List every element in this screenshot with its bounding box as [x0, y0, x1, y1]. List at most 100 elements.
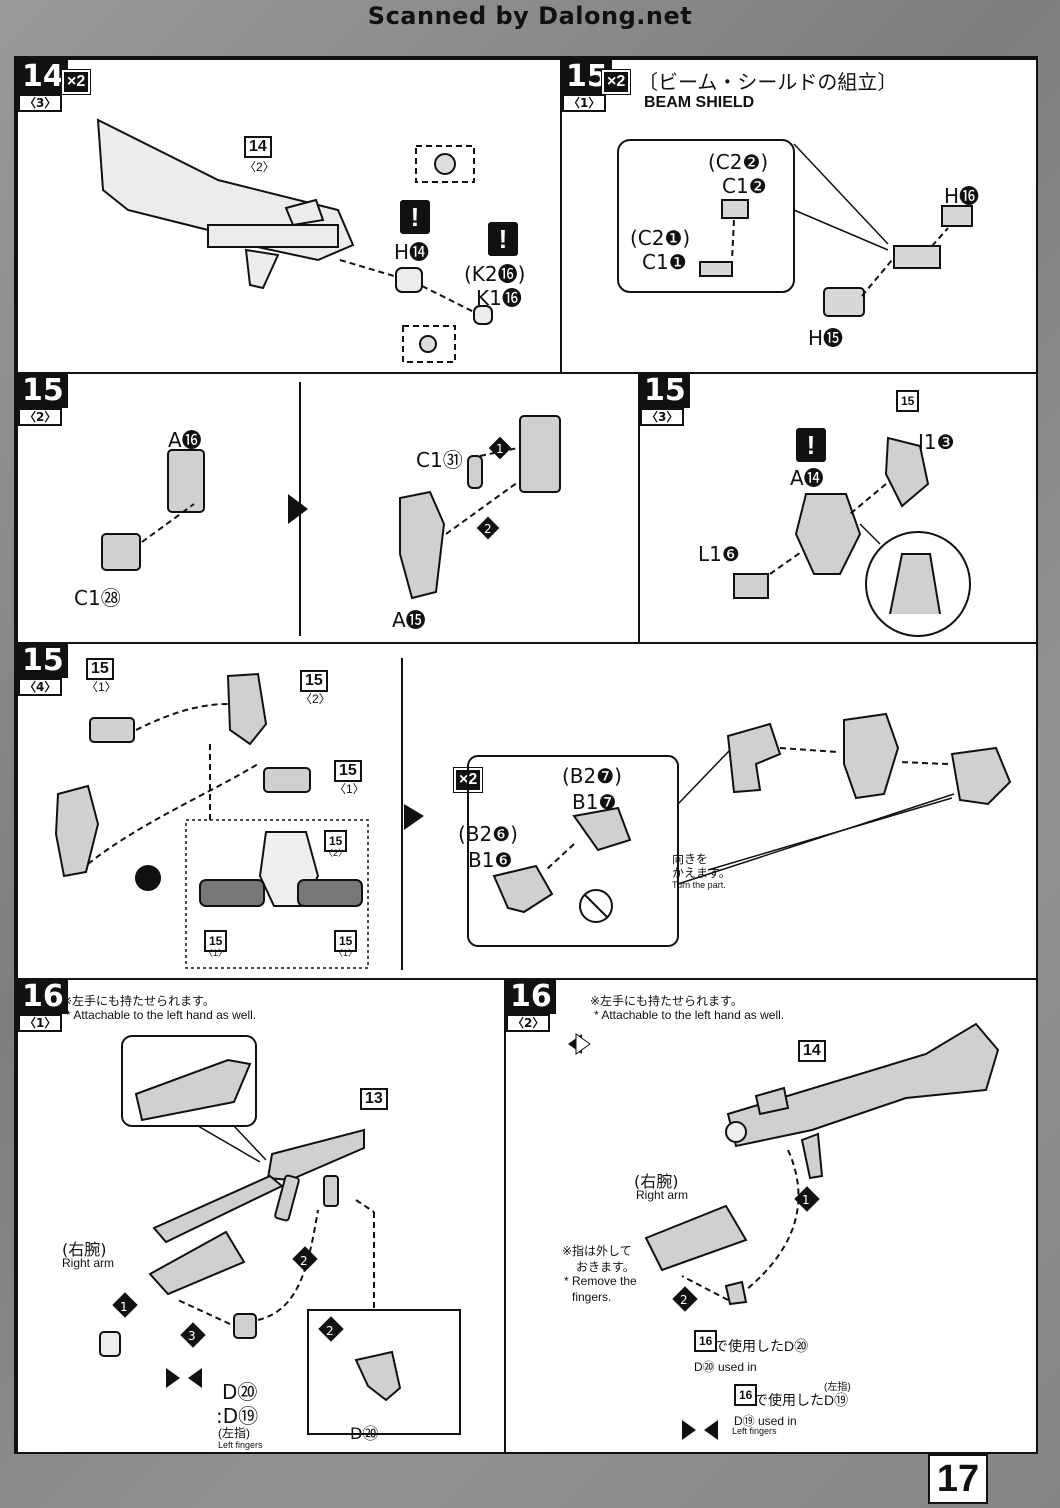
part-label: (C2❷) [708, 150, 769, 174]
ref-step-sub: 〈1〉 [86, 680, 117, 694]
ref-step-box: 16 [734, 1384, 758, 1406]
step-number: 15 [640, 374, 690, 408]
step-subnumber: 〈3〉 [640, 408, 685, 426]
panel-step-16-2: 16 〈2〉 ※左手にも持たせられます。 * Attachable to the… [504, 978, 1038, 1454]
part-label: H⓯ [808, 326, 844, 350]
detail-marker: 2 [326, 1324, 334, 1338]
warning-icon: ! [796, 428, 826, 462]
fingers-note-jp: おきます。 [576, 1260, 635, 1274]
step-subnumber: 〈1〉 [18, 1014, 63, 1032]
beam-shield-part-drawing [617, 139, 973, 317]
multiplier-badge: ×2 [60, 69, 92, 95]
warning-icon: ! [488, 222, 518, 256]
ref-step-sub: 〈2〉 [324, 848, 348, 858]
left-fingers-en: Left fingers [218, 1440, 263, 1450]
part-label: (C2❶) [630, 226, 691, 250]
panel-step-14: 14 〈3〉 ×2 14 〈2〉 ! H⓮ ! (K2⓰) K1⓰ [16, 58, 562, 374]
step-subnumber: 〈2〉 [506, 1014, 551, 1032]
arm-label-en: Right arm [636, 1188, 689, 1202]
rifle-hand-assembly-drawing: 1 2 3 2 [99, 1035, 461, 1435]
step-marker-2: 2 [484, 522, 492, 536]
ref-step-box: 15 [324, 830, 348, 852]
part-label: A⓮ [790, 466, 824, 490]
part-label: C1❷ [722, 174, 767, 198]
step-number: 15 [18, 644, 68, 678]
rifle-right-hand-drawing: 1 2 [568, 1022, 1000, 1440]
step-marker-1: 1 [120, 1300, 128, 1314]
part-label: A⓰ [168, 428, 202, 452]
page-number: 17 [928, 1454, 988, 1504]
ref-step-box: 13 [360, 1088, 388, 1110]
part-label: C1㉛ [416, 448, 463, 472]
ref-step-box: 15 [334, 760, 362, 782]
instruction-sheet: 14 〈3〉 ×2 14 〈2〉 ! H⓮ ! (K2⓰) K1⓰ [14, 56, 1038, 1454]
part-label: L1❻ [698, 542, 740, 566]
step-subnumber: 〈3〉 [18, 94, 63, 112]
part-label: :D⑲ [216, 1404, 259, 1428]
ref-step-sub: 〈1〉 [334, 782, 365, 796]
panel-step-16-1: 16 〈1〉 ※左手にも持たせられます。 * Attachable to the… [16, 978, 506, 1454]
step-subnumber: 〈1〉 [562, 94, 607, 112]
step-number: 15 [18, 374, 68, 408]
step-marker-3: 3 [188, 1329, 196, 1343]
fingers-note-en: fingers. [572, 1290, 612, 1304]
fingers-note-jp: ※指は外して [562, 1244, 632, 1258]
note-turn-jp: 向きを [672, 852, 709, 866]
watermark-text: Scanned by Dalong.net [367, 2, 693, 30]
multiplier-badge: ×2 [600, 69, 632, 95]
ref-step-sub: 〈2〉 [300, 692, 331, 706]
used-note-jp: で使用したD⑳ [714, 1338, 809, 1354]
part-label: H⓮ [394, 240, 430, 264]
part-label: A⓯ [392, 608, 426, 632]
step-number: 16 [506, 980, 556, 1014]
part-label: (B2❼) [562, 764, 622, 788]
section-title-en: BEAM SHIELD [644, 94, 755, 111]
note-turn-jp: かえます。 [672, 866, 731, 880]
ref-step-sub: 〈2〉 [244, 160, 275, 174]
part-label: H⓰ [944, 184, 980, 208]
shield-core-drawing: 1 2 [101, 382, 561, 636]
step-marker-2: 2 [300, 1254, 308, 1268]
step-marker-1: 1 [496, 442, 504, 456]
panel-step-15-1: 15 〈1〉 ×2 〔ビーム・シールドの組立〕 BEAM SHIELD (C2❷… [560, 58, 1038, 374]
ref-step-box: 15 [204, 930, 228, 952]
section-title-jp: 〔ビーム・シールドの組立〕 [638, 72, 898, 94]
note-en: * Attachable to the left hand as well. [66, 1008, 257, 1022]
used-note-jp: で使用したD⑲ [754, 1392, 849, 1408]
left-fingers-en: Left fingers [732, 1426, 777, 1436]
ref-step-box: 15 [300, 670, 328, 692]
arm-label-en: Right arm [62, 1256, 115, 1270]
used-note-en: D⑳ used in [694, 1360, 757, 1374]
panel-step-15-4: 15 〈4〉 15 〈1〉 15 〈2〉 15 〈1〉 15 〈2〉 15 〈1… [16, 642, 1038, 980]
ref-step-sub: 〈1〉 [334, 948, 358, 958]
ref-step-box: 14 [798, 1040, 826, 1062]
warning-icon: ! [400, 200, 430, 234]
part-label: J1❸ [918, 430, 955, 454]
note-jp: ※左手にも持たせられます。 [62, 994, 215, 1008]
part-label: C1❶ [642, 250, 687, 274]
note-en: * Attachable to the left hand as well. [594, 1008, 785, 1022]
ref-step-box: 16 [694, 1330, 718, 1352]
step-number: 16 [18, 980, 68, 1014]
ref-sticker-box: 15 [896, 390, 920, 412]
left-fingers-jp: (左指) [218, 1426, 250, 1440]
step-number: 14 [18, 60, 68, 94]
part-label: (K2⓰) [464, 262, 526, 286]
ref-step-box: 14 [244, 136, 272, 158]
shield-frame-drawing [733, 436, 971, 637]
ref-step-box: 15 [86, 658, 114, 680]
note-jp: ※左手にも持たせられます。 [590, 994, 743, 1008]
used-note-en: D⑲ used in [734, 1414, 797, 1428]
step-subnumber: 〈2〉 [18, 408, 63, 426]
rifle-assembly-drawing [96, 118, 493, 363]
panel-step-15-2: 15 〈2〉 A⓰ C1㉘ C1㉛ A⓯ 1 2 [16, 372, 640, 644]
part-label: C1㉘ [74, 586, 121, 610]
panel-step-15-3: 15 〈3〉 15 ! A⓮ J1❸ L1❻ [638, 372, 1038, 644]
ref-step-sub: 〈1〉 [204, 948, 228, 958]
step-marker-1: 1 [802, 1193, 810, 1207]
left-fingers-jp: (左指) [824, 1382, 851, 1393]
step-marker-2: 2 [680, 1293, 688, 1307]
fingers-note-en: * Remove the [564, 1274, 637, 1288]
arm-label-jp: (右腕) [634, 1172, 679, 1191]
step-subnumber: 〈4〉 [18, 678, 63, 696]
